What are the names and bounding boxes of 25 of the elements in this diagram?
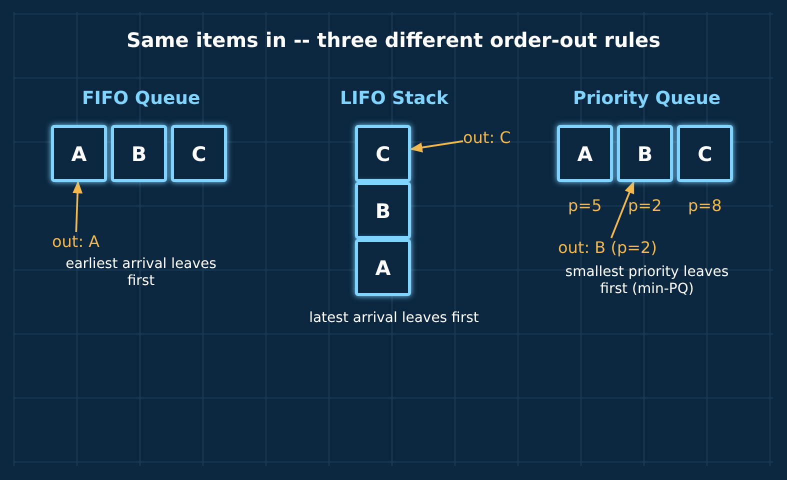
rule-description: smallest priority leaves first (min-PQ) (564, 264, 730, 298)
arrow (610, 180, 634, 238)
item-box: C (171, 125, 227, 182)
item-box: C (677, 125, 733, 182)
diagram-title: Same items in -- three different order-out rules (125, 28, 662, 52)
item-box: B (355, 182, 411, 239)
panel-heading: FIFO Queue (82, 88, 200, 109)
panel-heading: Priority Queue (573, 88, 721, 109)
output-label: out: A (52, 232, 100, 251)
priority-value: p=2 (628, 196, 662, 215)
arrow (72, 180, 83, 232)
item-box: A (355, 239, 411, 296)
panel-heading: LIFO Stack (340, 88, 448, 109)
item-box: A (51, 125, 107, 182)
rule-description: earliest arrival leaves first (64, 256, 218, 290)
priority-value: p=5 (568, 196, 602, 215)
output-label: out: B (p=2) (558, 238, 657, 257)
arrow (410, 140, 464, 152)
item-box: C (355, 125, 411, 182)
rule-description: latest arrival leaves first (309, 310, 479, 327)
item-box: A (557, 125, 613, 182)
item-box: B (617, 125, 673, 182)
priority-value: p=8 (688, 196, 722, 215)
output-label: out: C (463, 128, 511, 147)
item-box: B (111, 125, 167, 182)
